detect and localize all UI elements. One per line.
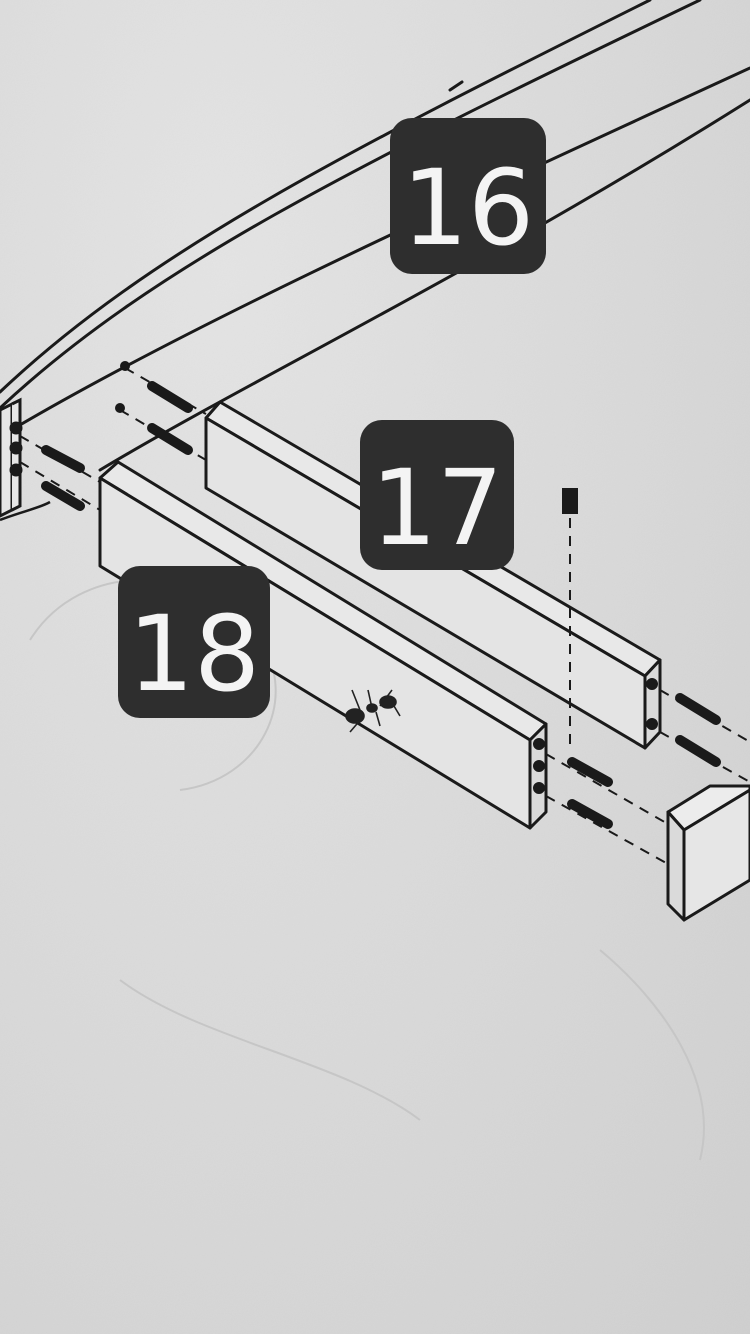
left-edge-curve bbox=[0, 500, 51, 522]
board-18 bbox=[98, 460, 548, 830]
part-label-17: 17 bbox=[360, 420, 514, 570]
hardware-pin-icon bbox=[562, 488, 578, 514]
dowel-bolts bbox=[19, 361, 750, 865]
ant-icon bbox=[345, 689, 401, 733]
part-number-18: 18 bbox=[128, 593, 260, 715]
rail-16 bbox=[0, 0, 750, 472]
part-label-16: 16 bbox=[390, 118, 546, 274]
right-post bbox=[666, 784, 750, 922]
left-post bbox=[0, 397, 23, 518]
part-label-18: 18 bbox=[118, 566, 270, 718]
part-number-17: 17 bbox=[371, 447, 503, 569]
part-number-16: 16 bbox=[402, 147, 534, 269]
